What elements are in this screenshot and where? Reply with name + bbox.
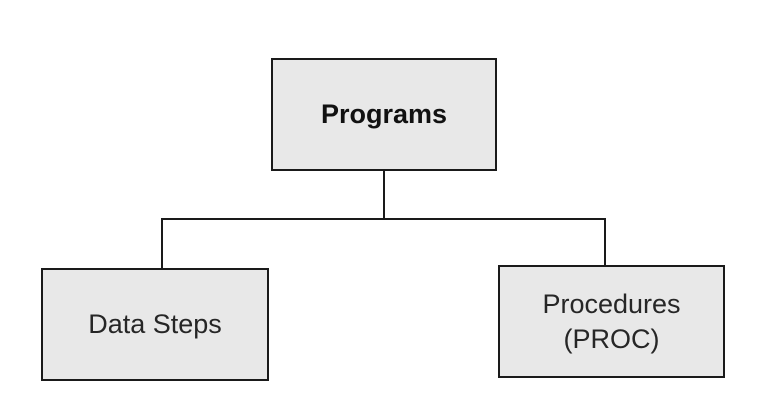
node-procedures: Procedures (PROC) [498, 265, 725, 378]
node-programs: Programs [271, 58, 497, 171]
connector-drop-data-steps [161, 218, 163, 268]
node-data-steps-label: Data Steps [88, 309, 222, 339]
connector-horizontal-rail [161, 218, 606, 220]
connector-drop-procedures [604, 218, 606, 265]
connector-programs-stem [383, 171, 385, 220]
node-procedures-label-line2: (PROC) [563, 323, 660, 354]
node-data-steps: Data Steps [41, 268, 269, 381]
node-programs-label: Programs [320, 99, 448, 129]
node-procedures-label-line1: Procedures [542, 288, 681, 319]
